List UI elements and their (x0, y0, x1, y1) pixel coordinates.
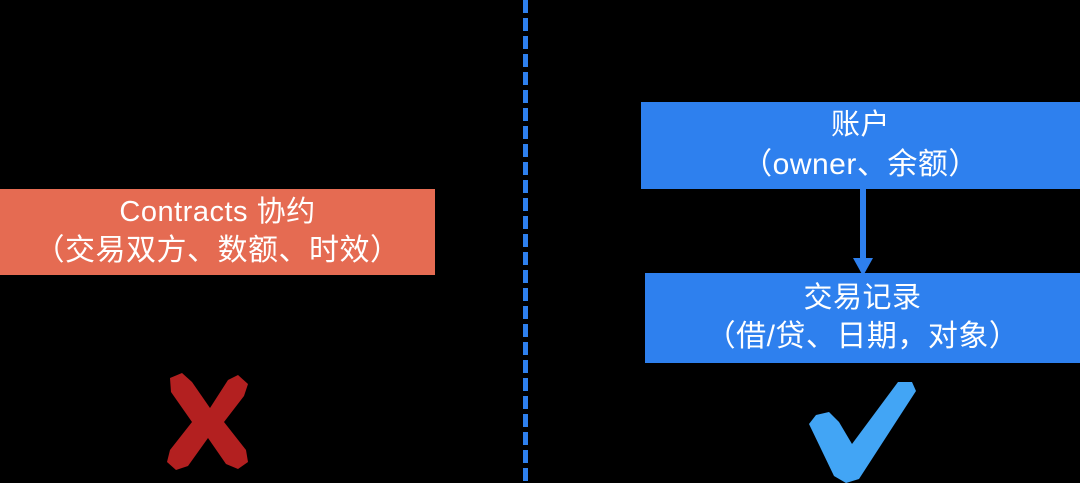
transaction-record-entity-box: 交易记录 （借/贷、日期，对象） (645, 273, 1080, 363)
check-icon (804, 382, 916, 483)
account-box-title: 账户 (830, 109, 890, 142)
panel-divider (523, 0, 528, 483)
transaction-box-detail: （借/贷、日期，对象） (705, 320, 1020, 354)
transaction-box-title: 交易记录 (803, 281, 922, 314)
account-box-detail: （owner、余额） (742, 147, 979, 181)
contracts-concept-box: Contracts 协约 （交易双方、数额、时效） (0, 189, 435, 275)
contracts-box-title: Contracts 协约 (119, 195, 316, 228)
account-entity-box: 账户 （owner、余额） (641, 102, 1080, 189)
downward-arrow-icon (852, 188, 874, 276)
contracts-box-detail: （交易双方、数额、时效） (34, 234, 401, 268)
cross-icon (158, 370, 254, 474)
